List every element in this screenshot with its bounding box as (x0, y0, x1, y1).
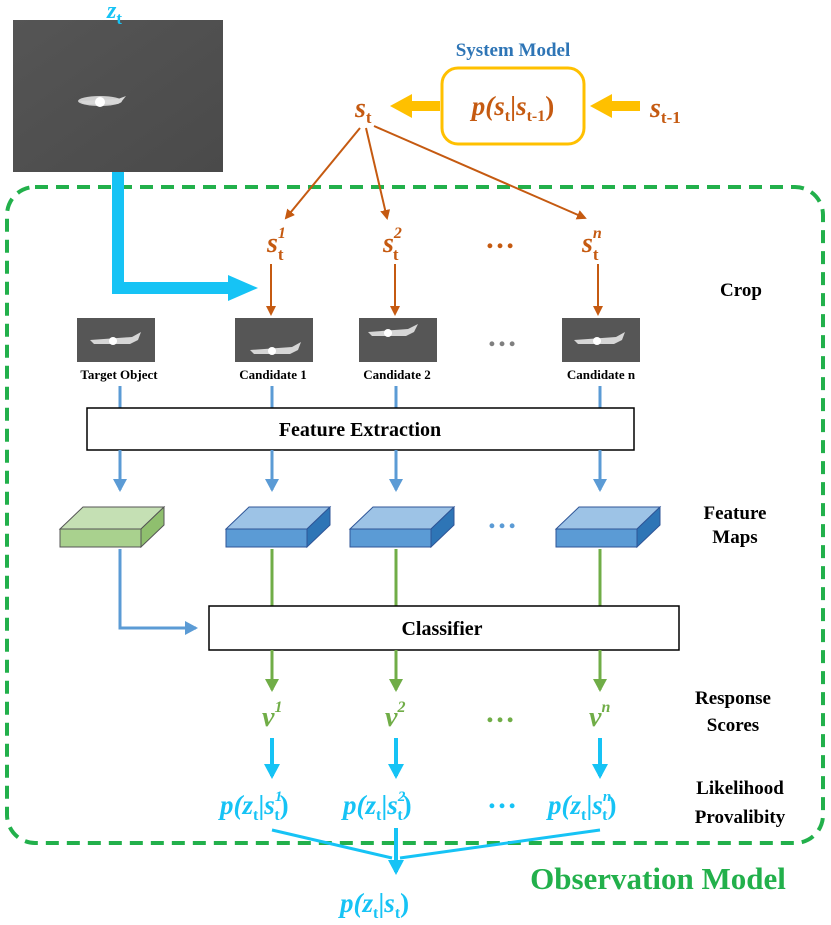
target-to-classifier-arrow (118, 549, 198, 635)
crop-label-candidate-2: Candidate 2 (363, 367, 431, 382)
svg-text:p(zt|snt): p(zt|snt) (546, 789, 616, 824)
score-2: v2 (385, 699, 405, 733)
crop-candidate-1 (235, 318, 313, 362)
spread-arrow-1 (284, 127, 361, 220)
observation-model-label: Observation Model (530, 861, 786, 896)
score-1: v1 (262, 699, 282, 733)
observation-model-region (5, 185, 825, 845)
state-previous: st-1 (649, 93, 681, 127)
spread-arrow-2 (365, 127, 391, 220)
crop-candidate-n (562, 318, 640, 362)
step-crop: Crop (720, 280, 762, 301)
state-in-arrow-head (590, 94, 612, 118)
score-ellipsis: … (485, 696, 515, 729)
feature-map-candidate-n (554, 505, 662, 549)
classifier-label: Classifier (401, 618, 482, 640)
feature-map-candidate-2 (348, 505, 456, 549)
feature-map-candidate-1 (224, 505, 332, 549)
svg-text:p(zt|s2t): p(zt|s2t) (341, 789, 412, 824)
feature-map-ellipsis: … (487, 502, 517, 535)
final-likelihood: p(zt|st) (338, 888, 409, 922)
svg-text:p(zt|s1t): p(zt|s1t) (218, 789, 289, 824)
merge-line-n (399, 828, 601, 860)
frame-image (13, 20, 223, 172)
feature-extraction-label: Feature Extraction (279, 419, 441, 441)
classifier-box (208, 605, 680, 651)
frame-label: zt (106, 0, 122, 28)
state-current: st (354, 93, 372, 127)
score-n: vn (589, 699, 610, 733)
system-model-box (440, 66, 586, 146)
crop-candidate-2 (359, 318, 437, 362)
system-model-title: System Model (456, 40, 571, 61)
spread-arrow-n (373, 125, 587, 220)
merge-line-1 (271, 828, 393, 860)
crop-target (77, 318, 155, 362)
crop-label-candidate-1: Candidate 1 (239, 367, 307, 382)
frame-to-crop-arrow (112, 172, 228, 294)
likelihood-ellipsis: … (487, 782, 517, 815)
system-model-formula: p(st|st-1) (470, 91, 554, 125)
crop-label-candidate-n: Candidate n (567, 367, 636, 382)
particle-ellipsis: … (485, 222, 515, 255)
frame-arrow-head (228, 275, 258, 301)
feature-extraction-box (86, 407, 635, 451)
crop-ellipsis: … (487, 320, 517, 353)
crop-label-target: Target Object (80, 367, 158, 382)
feature-map-target (58, 505, 166, 549)
state-out-arrow-head (390, 94, 412, 118)
